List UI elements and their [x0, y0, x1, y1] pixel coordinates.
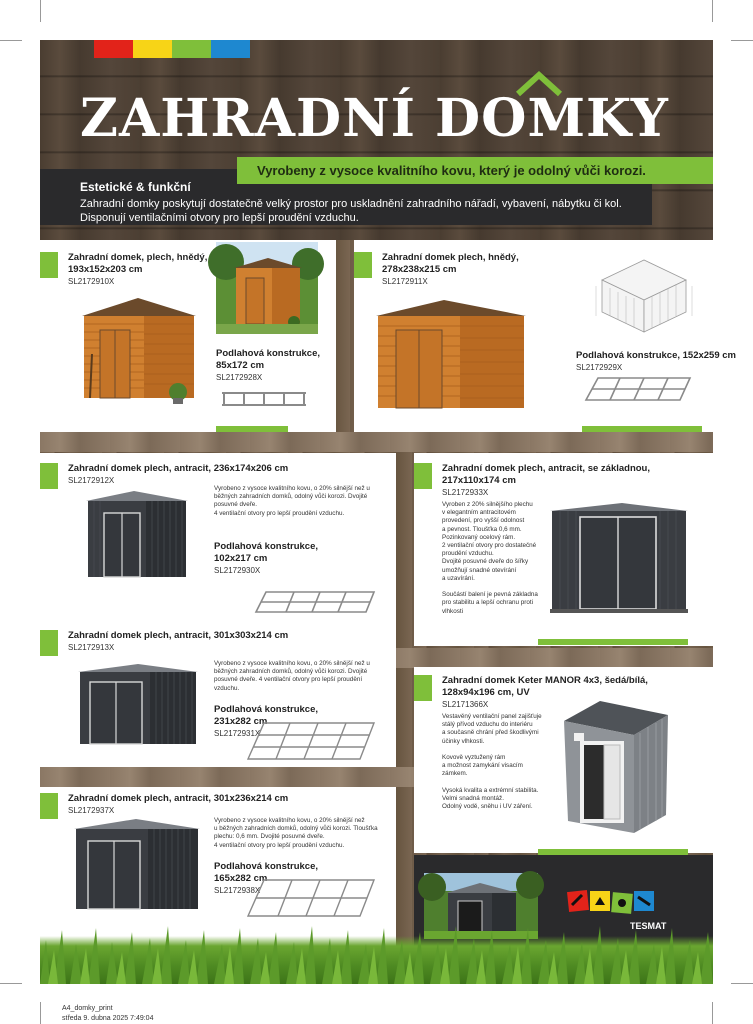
product-description: Vyrobeno z vysoce kvalitního kovu, o 20%… [214, 817, 378, 849]
accent-square [40, 463, 58, 489]
brand-logo-text: TESMAT [630, 921, 667, 931]
floor-frame-image [254, 591, 376, 613]
floor-code: SL2172938X [214, 886, 261, 895]
garden-shed-photo [418, 871, 544, 939]
brand-photo-panel: TESMAT [414, 855, 713, 948]
crop-mark [731, 983, 753, 984]
crop-mark [731, 40, 753, 41]
anthracite-wide-shed-image [74, 819, 200, 910]
intro-heading: Estetické & funkční [80, 180, 191, 194]
product-title: Zahradní domek plech, hnědý, 278x238x215… [382, 252, 519, 275]
crop-mark [0, 40, 22, 41]
floor-frame-image [584, 377, 692, 401]
floor-frame-image [222, 392, 306, 406]
roof-chevron-icon [515, 70, 563, 97]
accent-square [40, 793, 58, 819]
grass-blades-image [40, 926, 713, 984]
product-panel-brown-large: Zahradní domek plech, hnědý, 278x238x215… [354, 240, 736, 432]
product-code: SL2171366X [442, 700, 489, 709]
intro-line-1: Zahradní domky poskytují dostatečně velk… [80, 198, 622, 210]
product-code: SL2172933X [442, 488, 489, 497]
product-code: SL2172910X [68, 277, 115, 286]
crop-mark [40, 1002, 41, 1024]
floor-code: SL2172931X [214, 729, 261, 738]
color-strip-green [172, 40, 211, 58]
wood-plank [40, 432, 713, 452]
product-description: Vyroben z 20% silnějšího plechu v elegan… [442, 501, 538, 615]
product-code: SL2172912X [68, 476, 115, 485]
print-filename: A4_domky_print [62, 1005, 113, 1012]
shed-technical-drawing [595, 259, 693, 333]
floor-title: Podlahová konstrukce, 231x282 cm [214, 704, 319, 727]
color-strip-blue [211, 40, 250, 58]
print-timestamp: středa 9. dubna 2025 7:49:04 [62, 1015, 154, 1022]
accent-bar [538, 849, 688, 855]
brown-shed-image [82, 298, 196, 404]
floor-title: Podlahová konstrukce, 165x282 cm [214, 861, 319, 884]
accent-square [354, 252, 372, 278]
accent-square [414, 675, 432, 701]
product-title: Zahradní domek plech, antracit, 236x174x… [68, 463, 289, 474]
accent-square [40, 630, 58, 656]
floor-title: Podlahová konstrukce, 85x172 cm [216, 348, 321, 371]
tagline-bar: Vyrobeny z vysoce kvalitního kovu, který… [237, 157, 713, 184]
product-description: Vestavěný ventilační panel zajišťuje stá… [442, 713, 542, 811]
accent-square [414, 463, 432, 489]
anthracite-shed-image [86, 491, 188, 578]
color-strip-red [94, 40, 133, 58]
intro-line-2: Disponují ventilačními otvory pro lepší … [80, 212, 359, 224]
product-description: Vyrobeno z vysoce kvalitního kovu, o 20%… [214, 660, 370, 692]
page-title: ZAHRADNÍ DOMKY [80, 88, 669, 149]
product-panel-antracit-base: Zahradní domek plech, antracit, se zákla… [414, 453, 713, 646]
floor-title: Podlahová konstrukce, 152x259 cm [576, 350, 736, 361]
color-strip-yellow [133, 40, 172, 58]
product-title: Zahradní domek plech, antracit, 301x236x… [68, 793, 289, 804]
product-panel-antracit-301x303: Zahradní domek plech, antracit, 301x303x… [40, 624, 396, 767]
accent-bar [216, 426, 288, 432]
floor-code: SL2172928X [216, 373, 263, 382]
keter-shed-image [564, 701, 668, 833]
product-title: Zahradní domek Keter MANOR 4x3, šedá/bíl… [442, 675, 648, 698]
floor-code: SL2172930X [214, 566, 261, 575]
brown-large-shed-image [376, 300, 526, 409]
anthracite-base-shed-image [550, 503, 688, 613]
product-panel-antracit-301x236: Zahradní domek plech, antracit, 301x236x… [40, 787, 396, 960]
brown-shed-garden-photo [208, 242, 324, 334]
anthracite-large-shed-image [78, 664, 198, 745]
product-panel-antracit-236: Zahradní domek plech, antracit, 236x174x… [40, 453, 396, 646]
crop-mark [712, 0, 713, 22]
floor-frame-image [246, 722, 376, 760]
flyer-sheet: ZAHRADNÍ DOMKY Estetické & funkční Zahra… [40, 40, 736, 984]
product-code: SL2172911X [382, 277, 428, 286]
accent-bar [582, 426, 702, 432]
floor-title: Podlahová konstrukce, 102x217 cm [214, 541, 319, 564]
floor-frame-image [246, 879, 376, 917]
floor-code: SL2172929X [576, 363, 623, 372]
crop-mark [0, 983, 22, 984]
product-description: Vyrobeno z vysoce kvalitního kovu, o 20%… [214, 485, 370, 517]
product-panel-brown-small: Zahradní domek, plech, hnědý, 193x152x20… [40, 240, 336, 432]
crop-mark [40, 0, 41, 22]
product-title: Zahradní domek plech, antracit, se zákla… [442, 463, 650, 486]
accent-bar [538, 639, 688, 645]
product-code: SL2172913X [68, 643, 115, 652]
product-title: Zahradní domek, plech, hnědý, 193x152x20… [68, 252, 208, 275]
crop-mark [712, 1002, 713, 1024]
product-code: SL2172937X [68, 806, 115, 815]
tesmat-logo-icon [567, 890, 654, 914]
product-panel-keter-manor: Zahradní domek Keter MANOR 4x3, šedá/bíl… [414, 667, 713, 855]
accent-square [40, 252, 58, 278]
product-title: Zahradní domek plech, antracit, 301x303x… [68, 630, 289, 641]
